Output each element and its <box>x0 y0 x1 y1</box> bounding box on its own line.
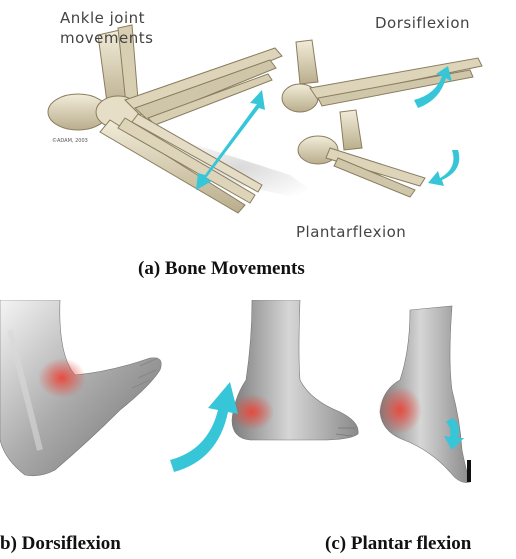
plantarflexion-arrow-icon <box>428 150 459 186</box>
neutral-foot <box>230 300 358 440</box>
caption-dorsiflexion: b) Dorsiflexion <box>0 533 121 555</box>
ankle-label-line1: Ankle joint <box>60 8 153 28</box>
dorsiflexion-curve-arrow-icon <box>170 382 238 472</box>
dorsiflexion-foot-bones <box>282 40 482 112</box>
plantarflexion-foot-bones <box>298 110 425 197</box>
plantar-flexion-feet-illustration <box>160 300 516 495</box>
panel-bone-movements: Ankle joint movements Dorsiflexion Plant… <box>0 0 516 250</box>
ankle-label-line2: movements <box>60 28 153 48</box>
caption-bone-movements: (a) Bone Movements <box>138 258 305 280</box>
plantarflexed-foot <box>378 306 471 483</box>
caption-plantar-flexion: (c) Plantar flexion <box>325 533 471 555</box>
copyright-text: ©ADAM, 2003 <box>52 138 88 144</box>
ankle-movements-label: Ankle joint movements <box>60 8 153 48</box>
plantarflexion-label: Plantarflexion <box>296 223 406 241</box>
panel-plantar-flexion <box>160 300 516 495</box>
dorsiflexion-label: Dorsiflexion <box>375 14 470 32</box>
